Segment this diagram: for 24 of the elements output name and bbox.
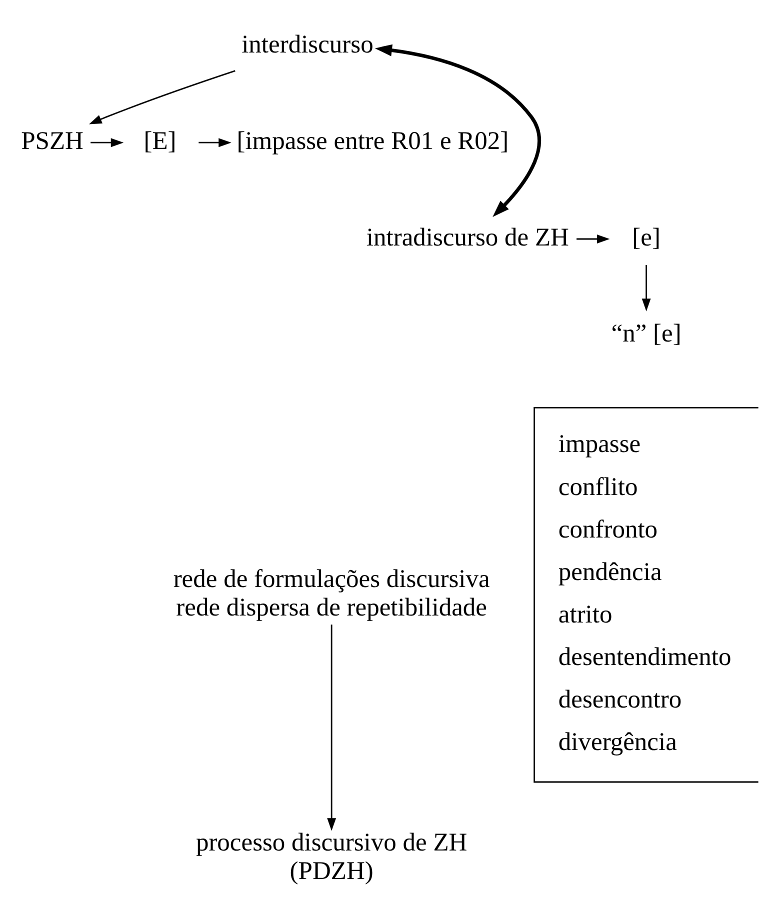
arrow	[374, 44, 542, 218]
arrow	[327, 624, 336, 831]
arrow	[642, 265, 651, 312]
label: confronto	[558, 514, 658, 544]
label: divergência	[558, 726, 677, 756]
node-text: interdiscurso	[242, 29, 374, 58]
node-text: [e]	[632, 222, 660, 252]
label: conflito	[558, 472, 638, 501]
label: impasse	[558, 429, 641, 458]
arrow	[576, 234, 610, 244]
node-text: “n” [e]	[611, 318, 682, 348]
arrow	[198, 138, 232, 148]
node-text: rede de formulações discursiva rede dispersa de repetibilidade	[173, 564, 490, 622]
node-text: [impasse entre R01 e R02]	[236, 126, 509, 155]
node-text: PSZH	[21, 126, 84, 155]
label: desencontro	[558, 684, 682, 714]
node-text: [E]	[144, 126, 176, 155]
node-text: intradiscurso de ZH	[366, 222, 569, 252]
arrow	[90, 138, 124, 148]
label: desentendimento	[558, 642, 732, 671]
node-text: processo discursivo de ZH (PDZH)	[196, 828, 468, 885]
label: pendência	[558, 556, 662, 586]
arrow	[88, 70, 236, 124]
label: atrito	[558, 599, 612, 628]
